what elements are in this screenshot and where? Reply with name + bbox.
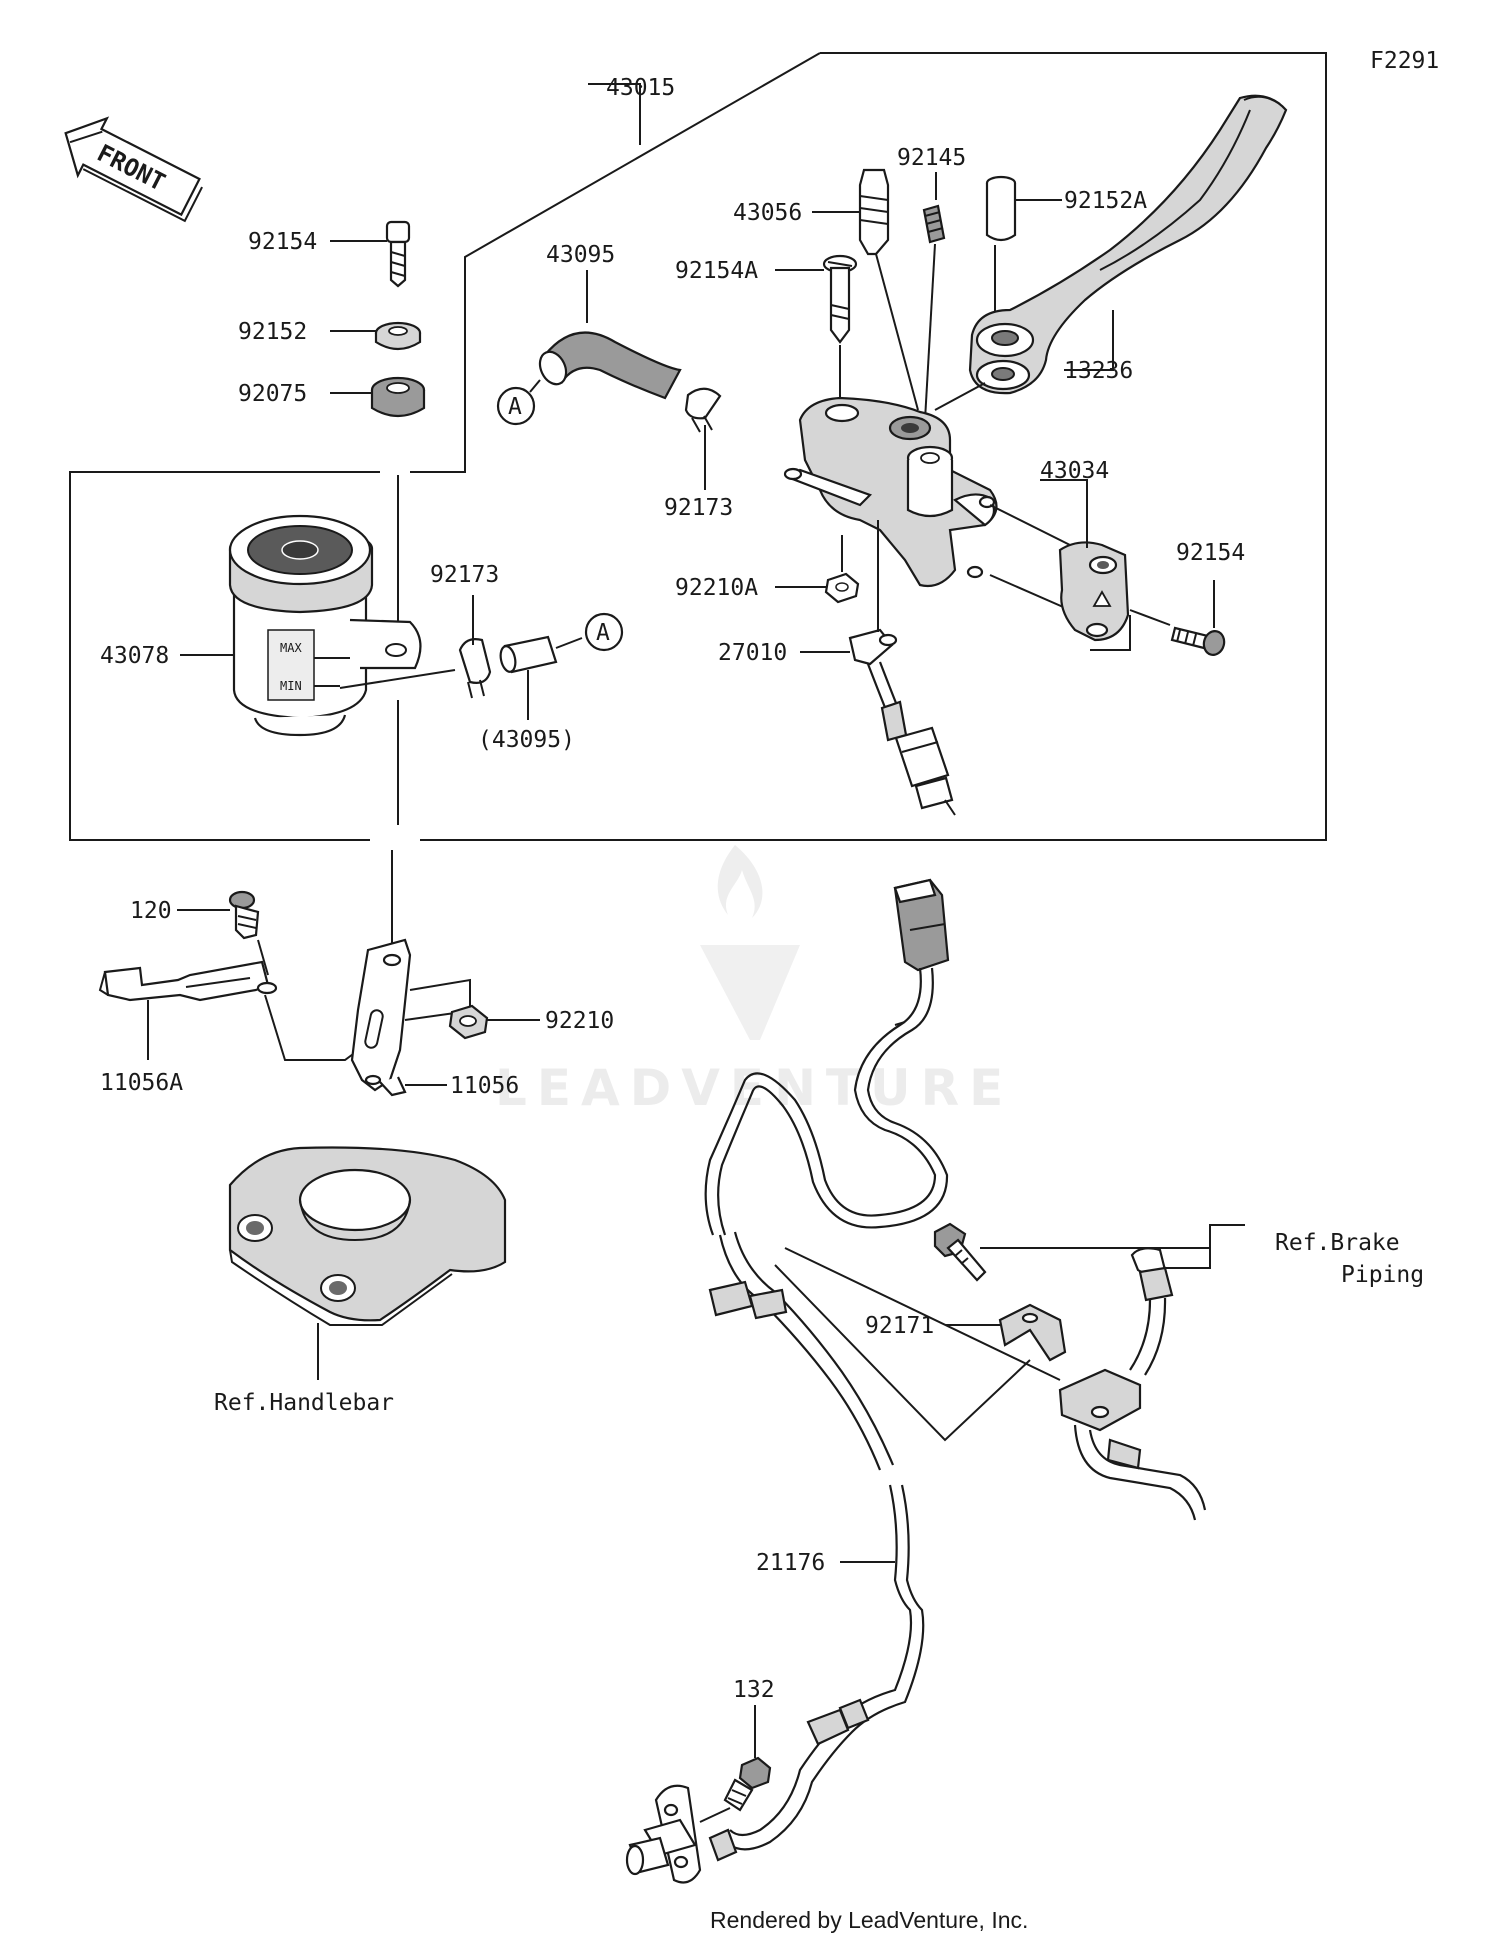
label-27010: 27010 [718,640,787,666]
label-132: 132 [733,1677,775,1703]
hose-43095-short [499,635,558,674]
label-43015: 43015 [606,75,675,101]
reservoir-43078: MAX MIN [228,514,422,737]
label-92152A: 92152A [1064,188,1147,214]
label-92154-top: 92154 [248,229,317,255]
label-43078: 43078 [100,643,169,669]
watermark-text: LEADVENTURE [495,1059,1013,1117]
label-11056: 11056 [450,1073,519,1099]
handlebar-housing [228,1146,507,1326]
figure-id: F2291 [1370,48,1439,74]
nut-92210 [448,1004,489,1040]
label-120: 120 [130,898,172,924]
label-11056A: 11056A [100,1070,183,1096]
clamp-92173-lower [458,638,492,699]
connector-a-lower [584,612,624,652]
master-cylinder-body [783,396,998,588]
abs-sensor-21176 [625,1484,925,1884]
assembly-frame [69,52,1327,841]
reservoir-max-label: MAX [280,641,302,655]
label-43056: 43056 [733,200,802,226]
front-arrow-icon: FRONT [64,116,203,223]
label-21176: 21176 [756,1550,825,1576]
connector-a-upper [496,386,536,426]
lever-13236 [968,94,1288,395]
connector-a-upper-label: A [508,394,522,420]
watermark: LEADVENTURE [495,845,1013,1117]
harness-connector [893,878,950,972]
label-92210A: 92210A [675,575,758,601]
label-92154-right: 92154 [1176,540,1245,566]
bolt-92154-top [385,220,411,288]
label-43095: 43095 [546,242,615,268]
watermark-v-icon [700,945,800,1040]
label-92173-lower: 92173 [430,562,499,588]
bolt-132 [723,1756,772,1812]
grommet-92075 [370,376,426,418]
nut-92210A [824,572,860,604]
label-92154A: 92154A [675,258,758,284]
label-ref-brake-2: Piping [1341,1262,1424,1288]
brake-switch-27010 [848,628,956,816]
bracket-11056 [350,938,412,1097]
watermark-flame-icon [717,845,763,918]
brake-piping-ref [1058,1247,1207,1521]
label-43034: 43034 [1040,458,1109,484]
label-43095-ref: (43095) [478,727,575,753]
label-ref-brake-1: Ref.Brake [1275,1230,1400,1256]
label-ref-handlebar: Ref.Handlebar [214,1390,394,1416]
pin-92152A [985,175,1017,242]
spring-92145 [922,204,946,244]
connector-a-lower-label: A [596,620,610,646]
label-92173-upper: 92173 [664,495,733,521]
bolt-92154-right [1170,626,1226,656]
washer-92152 [374,321,422,351]
label-92145: 92145 [897,145,966,171]
fitting-43056 [858,168,890,256]
label-92152: 92152 [238,319,307,345]
hose-bracket-92171 [998,1303,1067,1362]
clamp-92173-upper [684,387,722,433]
hose-43095 [538,331,682,400]
label-92075: 92075 [238,381,307,407]
label-92171: 92171 [865,1313,934,1339]
bolt-120 [228,890,260,940]
bracket-11056A [98,960,278,1002]
screw-92154A [822,254,858,344]
label-92210: 92210 [545,1008,614,1034]
label-13236: 13236 [1064,358,1133,384]
bolt-92171 [933,1222,987,1282]
clamp-holder-43034 [1058,541,1130,642]
footer-credit: Rendered by LeadVenture, Inc. [710,1907,1028,1933]
reservoir-min-label: MIN [280,679,302,693]
